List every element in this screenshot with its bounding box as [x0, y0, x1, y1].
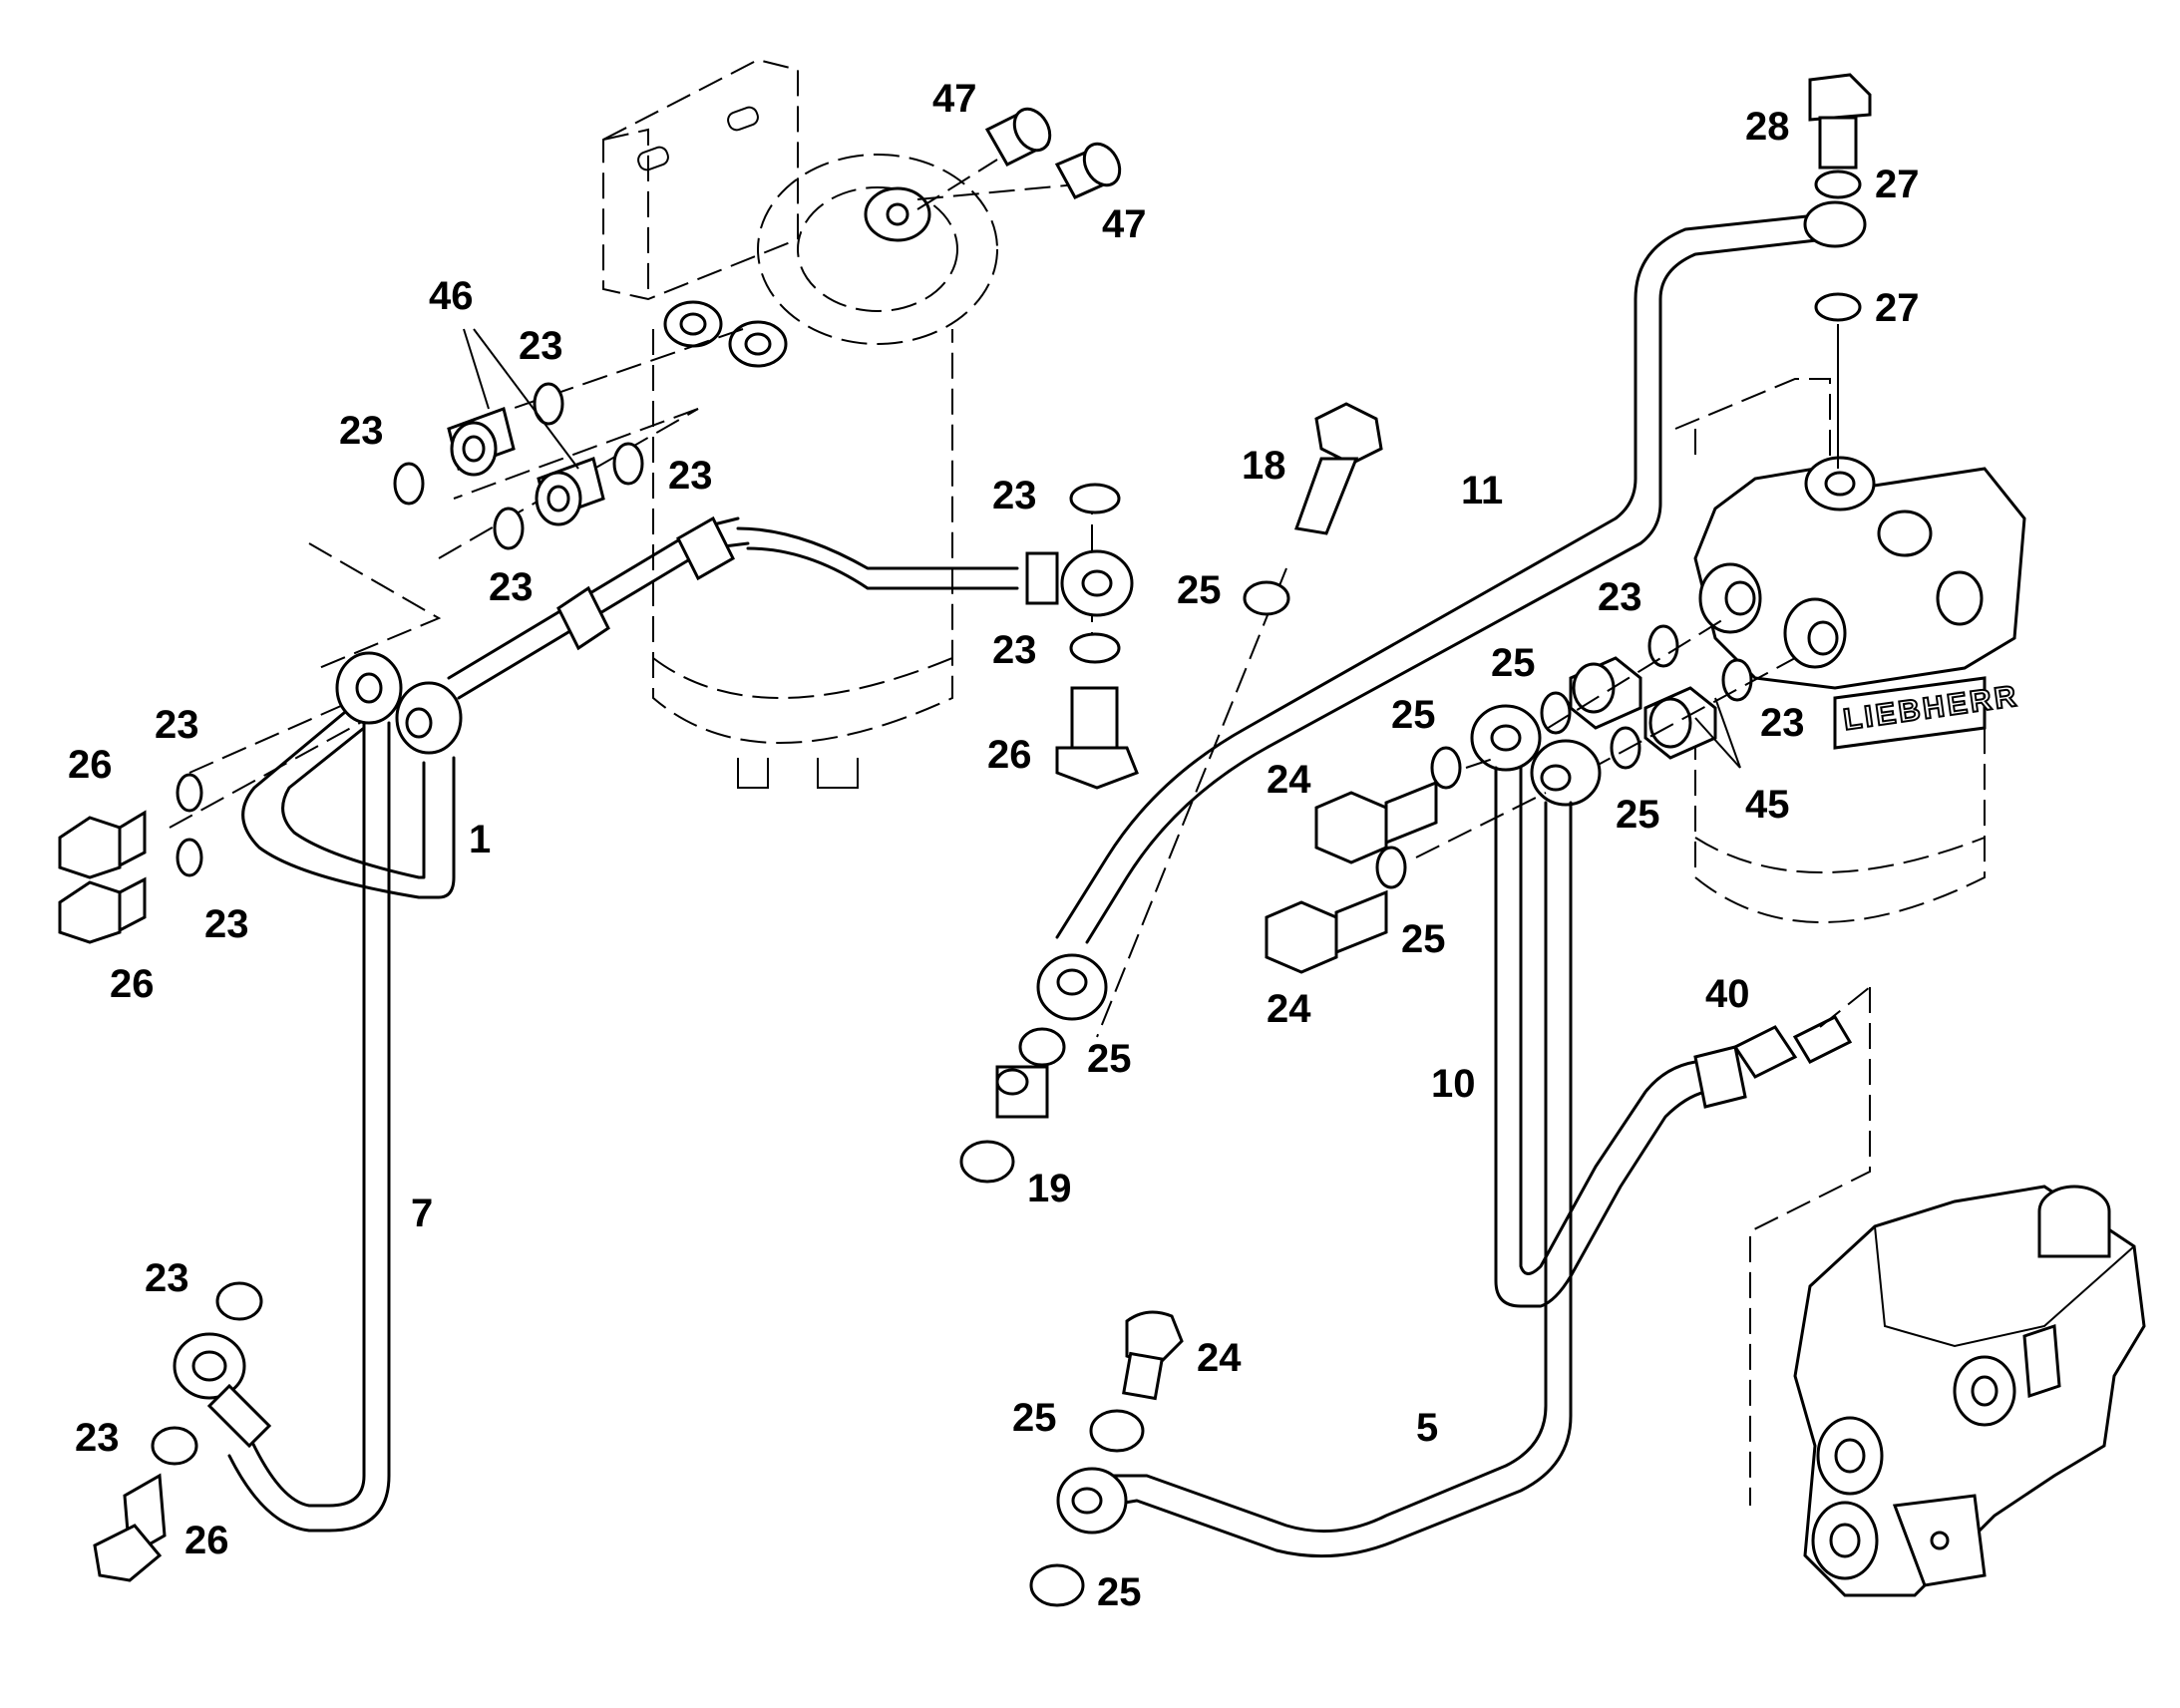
- callout-25: 25: [1491, 641, 1536, 685]
- callout-26: 26: [110, 962, 155, 1006]
- washer-19: [959, 1140, 1015, 1184]
- washer-23: [393, 462, 425, 506]
- washer-23: [215, 1281, 263, 1321]
- callout-7: 7: [411, 1192, 433, 1235]
- washer-25: [1610, 726, 1641, 770]
- washer-23: [176, 838, 203, 877]
- callout-19: 19: [1027, 1167, 1072, 1210]
- callout-labels: 47 47 46 23 23 23 23 23 23 23 23 23 23 2…: [68, 77, 1920, 1614]
- callout-23: 23: [519, 324, 563, 368]
- callout-25: 25: [1177, 568, 1222, 612]
- plug-47-upper: [984, 107, 1052, 167]
- plug-47-lower: [1054, 142, 1122, 199]
- washer-27-upper: [1814, 170, 1862, 199]
- banjo-bolt-24-bottom: [1122, 1310, 1184, 1401]
- washer-23: [1069, 483, 1121, 514]
- right-fuel-filter: [1674, 378, 2026, 923]
- fitting-46-lower: [535, 457, 605, 526]
- callout-47-upper: 47: [932, 77, 977, 121]
- banjo-bolt-26-upper: [58, 810, 147, 879]
- callout-26: 26: [987, 733, 1032, 777]
- callout-23: 23: [668, 454, 713, 498]
- washer-23: [612, 442, 644, 486]
- pipe-1: [241, 515, 1134, 899]
- banjo-bolt-26-bottom: [93, 1473, 167, 1582]
- washer-23: [1647, 624, 1679, 668]
- callout-47-lower: 47: [1102, 202, 1147, 246]
- valve-block: [1749, 986, 2146, 1597]
- banjo-19: [995, 1065, 1049, 1119]
- callout-45: 45: [1745, 783, 1790, 827]
- fitting-45-lower: [1643, 686, 1717, 760]
- plug-28: [1808, 73, 1872, 170]
- callout-25: 25: [1087, 1037, 1132, 1081]
- callout-26: 26: [68, 743, 113, 787]
- pipe-7: [173, 721, 391, 1533]
- callout-23: 23: [992, 628, 1037, 672]
- washer-23: [1721, 658, 1753, 702]
- callout-25: 25: [1097, 1570, 1142, 1614]
- washer-25: [1430, 746, 1462, 790]
- callout-25: 25: [1012, 1396, 1057, 1440]
- washer-23: [1069, 632, 1121, 664]
- banjo-bolt-26-right: [1055, 686, 1139, 790]
- pipe-11: [1036, 212, 1827, 1021]
- banjo-bolt-18: [1293, 402, 1383, 535]
- washer-25: [1018, 1027, 1066, 1067]
- callout-25: 25: [1616, 793, 1660, 837]
- washer-25: [1029, 1563, 1085, 1607]
- callout-27: 27: [1875, 163, 1920, 206]
- callout-25: 25: [1391, 693, 1436, 737]
- washer-25: [1540, 691, 1572, 735]
- washer-23: [151, 1426, 198, 1466]
- pipe-10: [1470, 704, 1747, 1308]
- callout-24: 24: [1267, 758, 1311, 802]
- callout-23: 23: [1760, 701, 1805, 745]
- washer-23: [176, 773, 203, 813]
- washer-25: [1089, 1409, 1145, 1453]
- callout-26: 26: [184, 1519, 229, 1562]
- banjo-bolt-24-upper: [1314, 780, 1438, 864]
- left-fuel-filter: [602, 58, 998, 789]
- callout-24: 24: [1197, 1336, 1242, 1380]
- callout-23: 23: [339, 409, 384, 453]
- callout-23: 23: [145, 1256, 189, 1300]
- callout-23: 23: [992, 474, 1037, 517]
- callout-23: 23: [75, 1416, 120, 1460]
- callout-5: 5: [1416, 1406, 1438, 1450]
- callout-46: 46: [429, 274, 474, 318]
- callout-1: 1: [469, 818, 491, 861]
- callout-23: 23: [155, 703, 199, 747]
- callout-23: 23: [204, 902, 249, 946]
- washer-25: [1243, 580, 1290, 616]
- banjo-bolt-24-lower: [1265, 889, 1388, 974]
- callout-25: 25: [1401, 917, 1446, 961]
- callout-10: 10: [1431, 1062, 1476, 1106]
- callout-24: 24: [1267, 987, 1311, 1031]
- callout-23: 23: [1598, 575, 1642, 619]
- callout-18: 18: [1242, 444, 1286, 488]
- callout-28: 28: [1745, 105, 1790, 149]
- banjo-bolt-26-lower: [58, 876, 147, 944]
- fitting-45-upper: [1569, 656, 1642, 730]
- washer-25: [1375, 846, 1407, 889]
- washer-23: [533, 382, 564, 426]
- callout-23: 23: [489, 565, 534, 609]
- fitting-46-upper: [447, 407, 516, 477]
- callout-11: 11: [1461, 469, 1503, 512]
- washer-23: [493, 507, 525, 550]
- callout-40: 40: [1705, 972, 1750, 1016]
- fitting-40: [1732, 1015, 1853, 1079]
- banjo-27: [1803, 200, 1867, 248]
- pipe-5: [1056, 801, 1573, 1558]
- washer-27-lower: [1814, 292, 1862, 322]
- callout-27: 27: [1875, 286, 1920, 330]
